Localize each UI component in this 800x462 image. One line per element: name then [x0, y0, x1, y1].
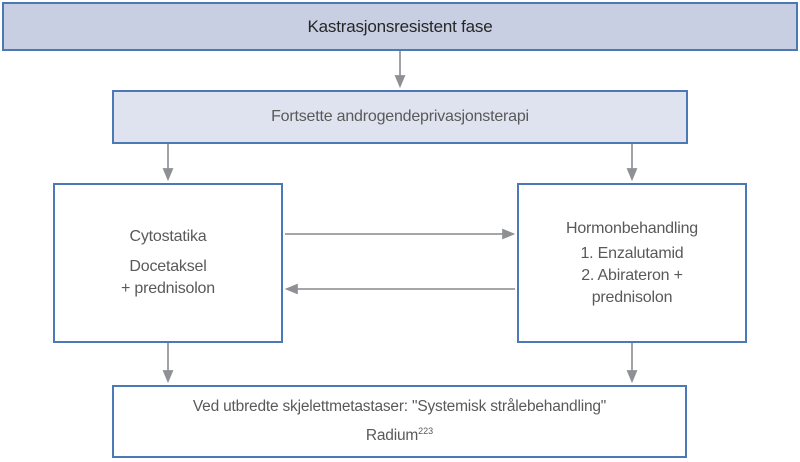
adt-box: Fortsette androgendeprivasjonsterapi: [112, 90, 688, 144]
hormonbehandling-box: Hormonbehandling 1. Enzalutamid 2. Abira…: [517, 183, 747, 343]
phase-title-label: Kastrasjonsresistent fase: [307, 16, 493, 36]
radium-isotope-superscript: 223: [418, 426, 434, 437]
cytostatika-line-2: + prednisolon: [121, 280, 215, 297]
cytostatika-line-1: Docetaksel: [129, 258, 207, 275]
radium-box: Ved utbredte skjelettmetastaser: "System…: [112, 385, 687, 458]
hormon-item-2-cont: prednisolon: [591, 288, 673, 306]
hormon-item-2: 2. Abirateron +: [581, 266, 683, 284]
hormon-title: Hormonbehandling: [565, 219, 698, 237]
hormon-item-1: 1. Enzalutamid: [580, 244, 684, 262]
radium-line-2: Radium223: [366, 419, 433, 448]
radium-label: Radium: [365, 427, 419, 445]
cytostatika-title: Cytostatika: [129, 228, 207, 245]
adt-label: Fortsette androgendeprivasjonsterapi: [271, 108, 529, 125]
radium-line-1: Ved utbredte skjelettmetastaser: "System…: [192, 398, 607, 416]
cytostatika-box: Cytostatika Docetaksel + prednisolon: [53, 183, 283, 343]
phase-title-box: Kastrasjonsresistent fase: [2, 2, 798, 51]
